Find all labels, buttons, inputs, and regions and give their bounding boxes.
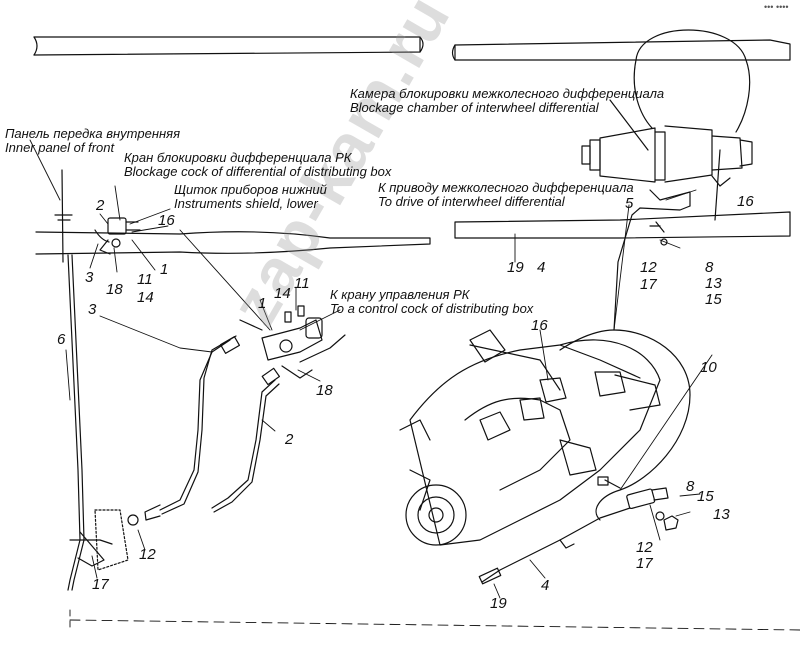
callout-1-center: 1	[258, 295, 267, 312]
callout-15-upper: 15	[705, 291, 722, 308]
pipe-2	[211, 379, 276, 509]
upper-frame-left	[33, 36, 424, 56]
callout-18-center: 18	[316, 382, 333, 399]
callout-11-upper: 11	[137, 271, 153, 288]
callout-13-upper: 13	[705, 275, 722, 292]
lower-frame-left	[35, 231, 431, 255]
lower-frame-right	[454, 149, 791, 239]
callout-5: 5	[625, 195, 634, 212]
callout-4-upper: 4	[537, 259, 546, 276]
callout-16-box: 16	[531, 317, 548, 334]
callout-16-chamber: 16	[737, 193, 754, 210]
callout-15-lower: 15	[697, 488, 714, 505]
callout-19-upper: 19	[507, 259, 524, 276]
callout-10: 10	[700, 359, 717, 376]
caption-inner-panel-en: Inner panel of front	[5, 140, 115, 155]
callout-8-upper: 8	[705, 259, 714, 276]
callout-16-upper: 16	[158, 212, 175, 229]
caption-instruments-shield-en: Instruments shield, lower	[174, 196, 318, 211]
callout-3: 3	[88, 301, 97, 318]
callout-11-center: 11	[294, 275, 310, 292]
callout-4-lower: 4	[541, 577, 550, 594]
blockage-chamber	[581, 99, 753, 207]
callout-19-lower: 19	[490, 595, 507, 612]
callout-17-left: 17	[92, 576, 109, 593]
caption-chamber-ru: Камера блокировки межколесного дифференц…	[350, 86, 665, 101]
interwheel-drive-hose	[613, 205, 691, 331]
hose-loop	[595, 329, 691, 521]
upper-frame-right	[451, 39, 791, 61]
callout-6: 6	[57, 331, 66, 348]
inner-panel-line	[61, 169, 64, 263]
callout-2-upper: 2	[96, 197, 105, 214]
caption-drive-ru: К приводу межколесного дифференциала	[378, 180, 634, 195]
leader-lines	[29, 139, 800, 631]
caption-drive-en: To drive of interwheel differential	[378, 194, 565, 209]
callout-8-lower: 8	[686, 478, 695, 495]
callout-17-lower: 17	[636, 555, 653, 572]
center-cock-assembly	[239, 305, 346, 379]
caption-chamber-en: Blockage chamber of interwheel different…	[350, 100, 599, 115]
caption-blockage-cock-ru: Кран блокировки дифференциала РК	[124, 150, 352, 165]
pipe-3	[159, 339, 231, 511]
right-fitting-assembly	[597, 476, 679, 531]
callout-13-lower: 13	[713, 506, 730, 523]
caption-inner-panel-ru: Панель передка внутренняя	[5, 126, 181, 141]
corner-mark: ••• ••••	[764, 2, 789, 12]
callout-17-upper: 17	[640, 276, 657, 293]
cable-4	[481, 507, 631, 583]
caption-blockage-cock-en: Blockage cock of differential of distrib…	[124, 164, 392, 179]
caption-control-cock-ru: К крану управления РК	[330, 287, 470, 302]
callout-3-upper: 3	[85, 269, 94, 286]
callout-12-upper: 12	[640, 259, 657, 276]
callout-1-upper: 1	[160, 261, 169, 278]
callout-18-upper: 18	[106, 281, 123, 298]
callout-14-center: 14	[274, 285, 291, 302]
caption-instruments-shield-ru: Щиток приборов нижний	[174, 182, 327, 197]
callout-2-center: 2	[285, 431, 294, 448]
upper-cock-assembly	[94, 217, 141, 255]
caption-control-cock-en: To a control cock of distributing box	[330, 301, 534, 316]
distributing-box	[399, 329, 661, 546]
instruments-shield	[94, 509, 129, 571]
callout-12-left: 12	[139, 546, 156, 563]
callout-14-upper: 14	[137, 289, 154, 306]
callout-12-lower: 12	[636, 539, 653, 556]
chamber-bracket	[633, 29, 751, 133]
